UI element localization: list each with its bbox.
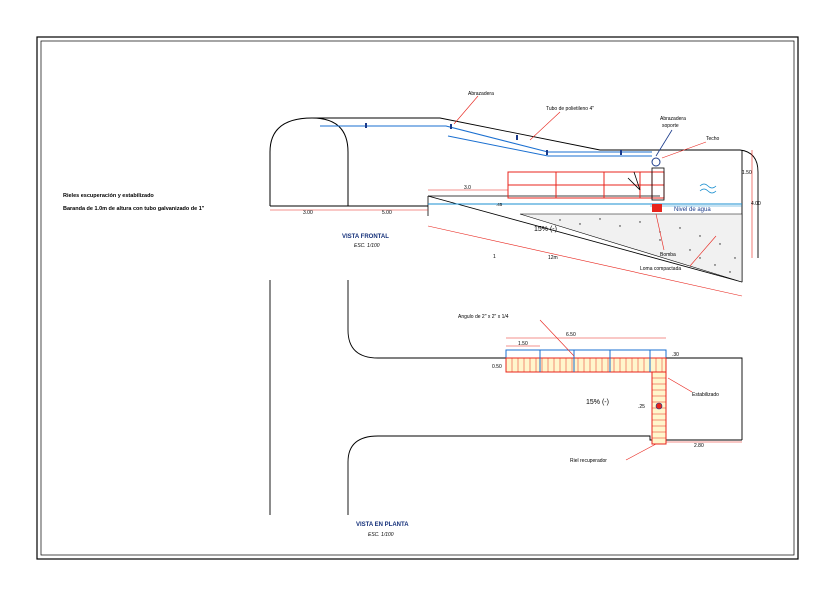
pump-icon <box>627 157 665 212</box>
platform-posts <box>539 350 651 372</box>
leader-riel <box>625 443 657 461</box>
dim-300: 3.00 <box>303 210 313 216</box>
leader-estabilizado <box>667 377 693 393</box>
label-angulo: Angulo de 2" x 2" x 1/4 <box>458 314 509 320</box>
label-nivel-agua: Nivel de agua <box>674 207 711 213</box>
label-abrazadera-soporte-2: soporte <box>662 123 679 129</box>
rail-structure <box>507 171 665 199</box>
rail-slats <box>652 377 666 439</box>
platform-top <box>505 349 667 359</box>
dim-650: 6.50 <box>566 332 576 338</box>
label-riel: Riel recuperador <box>570 458 607 464</box>
dim-400: 4.00 <box>751 201 761 207</box>
outer-border <box>36 36 799 560</box>
label-abrazadera-top: Abrazadera <box>468 91 494 97</box>
plan-view-title: VISTA EN PLANTA <box>356 522 409 528</box>
label-techo: Techo <box>706 136 720 142</box>
road-lower <box>347 435 742 515</box>
water-ripple-icon <box>699 183 717 194</box>
leader-loma <box>689 235 717 267</box>
front-view: 3.00 5.00 3.0 .45 12m 1.50 4.00 1 Abraza… <box>269 91 761 297</box>
tunnel-arch <box>269 117 349 206</box>
leader-abrazadera <box>453 95 479 125</box>
dim-050: 0.50 <box>492 364 502 370</box>
dim-one: 1 <box>493 254 496 260</box>
label-bomba: Bomba <box>660 252 676 258</box>
dim-30-plan: .30 <box>672 352 679 358</box>
leader-angulo <box>539 319 575 357</box>
dim-150-plan: 1.50 <box>518 341 528 347</box>
leader-bomba <box>655 213 665 251</box>
leader-soporte <box>655 129 673 157</box>
plan-view: 6.50 1.50 0.50 .30 .25 2.80 Angulo de 2"… <box>269 280 743 538</box>
label-slope-front: 15% (-) <box>534 226 557 233</box>
dim-500: 5.00 <box>382 210 392 216</box>
dim-25: .25 <box>638 404 645 410</box>
leader-tubo <box>529 111 561 141</box>
note-line-1: Rieles escuperación y estabilizado <box>63 193 154 199</box>
note-line-2: Baranda de 1.0m de altura con tubo galva… <box>63 206 205 212</box>
road-upper <box>347 280 743 440</box>
label-slope-plan: 15% (-) <box>586 399 609 406</box>
pipe-clamps <box>365 123 622 155</box>
dim-280: 2.80 <box>694 443 704 449</box>
tunnel-roof <box>312 117 759 258</box>
label-tubo: Tubo de polietileno 4" <box>546 106 594 112</box>
dim-30: 3.0 <box>464 185 471 191</box>
label-estabilizado: Estabilizado <box>692 392 719 398</box>
dim-45: .45 <box>496 202 503 207</box>
front-view-scale: ESC. 1/100 <box>354 243 380 249</box>
front-view-title: VISTA FRONTAL <box>342 234 389 240</box>
dim-150: 1.50 <box>742 170 752 176</box>
label-abrazadera-soporte-1: Abrazadera <box>660 116 686 122</box>
inner-border <box>40 40 795 556</box>
ramp-line <box>427 195 743 283</box>
compacted-earth <box>519 213 743 283</box>
pump-plan-icon <box>655 402 663 410</box>
dim-12m: 12m <box>548 255 558 261</box>
dim-12m-line <box>427 225 743 297</box>
label-loma: Loma compactada <box>640 266 681 272</box>
pipe-line <box>320 125 652 153</box>
pipe-line-2 <box>447 135 652 157</box>
plan-view-scale: ESC. 1/100 <box>368 532 394 538</box>
leader-techo <box>661 141 707 159</box>
